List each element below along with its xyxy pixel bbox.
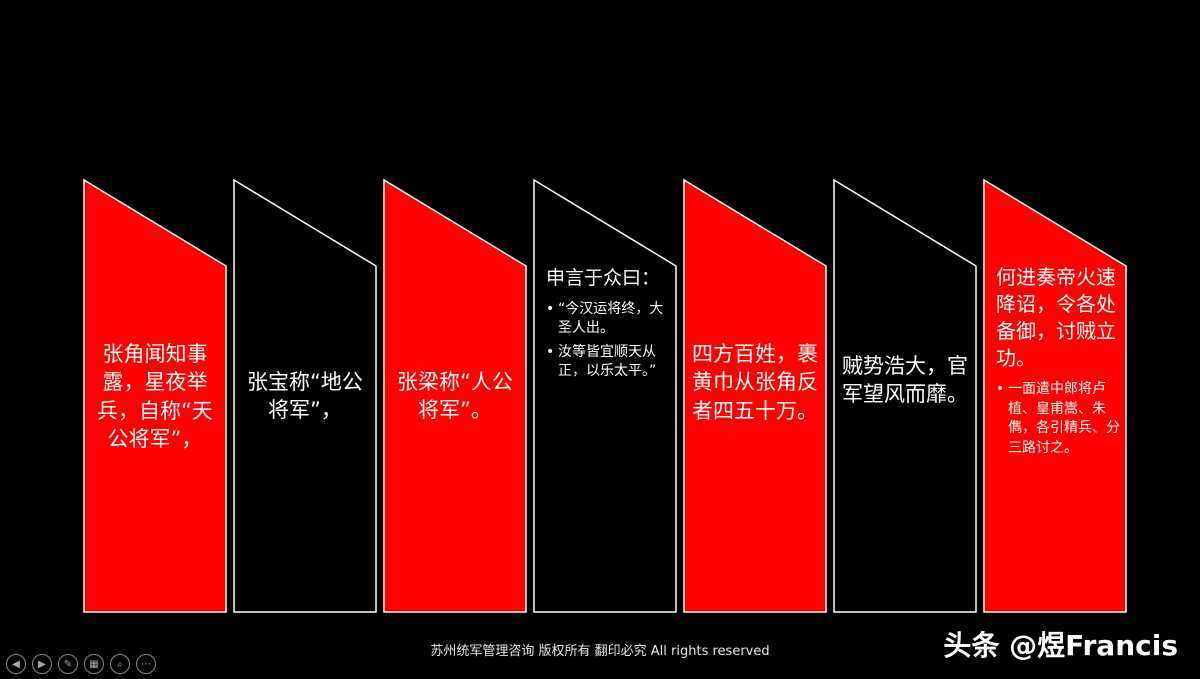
card-4-bullet-1: “今汉运将终，大圣人出。 <box>546 300 670 339</box>
presentation-controls: ◀ ▶ ✎ ▦ ⌕ ⋯ <box>6 654 156 674</box>
slides-grid-icon[interactable]: ▦ <box>84 654 104 674</box>
card-4-content: 申言于众曰： “今汉运将终，大圣人出。 汝等皆宜顺天从正，以乐太平。” <box>546 266 670 386</box>
card-5: 四方百姓，裹黄巾从张角反者四五十万。 <box>683 178 827 613</box>
card-3-shape <box>383 178 527 613</box>
card-6: 贼势浩大，官军望风而靡。 <box>833 178 977 613</box>
card-7-content: 何进奏帝火速降诏，令各处备御，讨贼立功。 一面遣中郎将卢植、皇甫嵩、朱儁，各引精… <box>996 264 1120 462</box>
card-4-heading: 申言于众曰： <box>546 267 661 289</box>
card-7: 何进奏帝火速降诏，令各处备御，讨贼立功。 一面遣中郎将卢植、皇甫嵩、朱儁，各引精… <box>983 178 1127 613</box>
next-slide-icon[interactable]: ▶ <box>32 654 52 674</box>
zoom-icon[interactable]: ⌕ <box>110 654 130 674</box>
card-6-shape <box>833 178 977 613</box>
card-7-bullets: 一面遣中郎将卢植、皇甫嵩、朱儁，各引精兵、分三路讨之。 <box>996 380 1120 458</box>
card-1-text: 张角闻知事露，星夜举兵，自称“天公将军”， <box>97 342 213 452</box>
watermark: 头条 @煜Francis <box>943 629 1178 662</box>
card-2-text: 张宝称“地公将军”， <box>247 370 363 423</box>
card-1: 张角闻知事露，星夜举兵，自称“天公将军”， <box>83 178 227 613</box>
card-3: 张梁称“人公将军”。 <box>383 178 527 613</box>
copyright-footer: 苏州统军管理咨询 版权所有 翻印必究 All rights reserved <box>430 644 770 659</box>
card-2-shape <box>233 178 377 613</box>
card-5-shape <box>683 178 827 613</box>
pen-icon[interactable]: ✎ <box>58 654 78 674</box>
card-4: 申言于众曰： “今汉运将终，大圣人出。 汝等皆宜顺天从正，以乐太平。” <box>533 178 677 613</box>
card-1-shape <box>83 178 227 613</box>
more-options-icon[interactable]: ⋯ <box>136 654 156 674</box>
card-2: 张宝称“地公将军”， <box>233 178 377 613</box>
card-7-heading: 何进奏帝火速降诏，令各处备御，讨贼立功。 <box>996 265 1116 370</box>
prev-slide-icon[interactable]: ◀ <box>6 654 26 674</box>
card-7-bullet-1: 一面遣中郎将卢植、皇甫嵩、朱儁，各引精兵、分三路讨之。 <box>996 380 1120 458</box>
card-4-bullet-2: 汝等皆宜顺天从正，以乐太平。” <box>546 343 670 382</box>
card-3-text: 张梁称“人公将军”。 <box>397 370 513 423</box>
card-5-text: 四方百姓，裹黄巾从张角反者四五十万。 <box>692 342 818 423</box>
card-4-shape <box>533 178 677 613</box>
card-4-bullets: “今汉运将终，大圣人出。 汝等皆宜顺天从正，以乐太平。” <box>546 300 670 382</box>
card-6-text: 贼势浩大，官军望风而靡。 <box>842 354 968 407</box>
